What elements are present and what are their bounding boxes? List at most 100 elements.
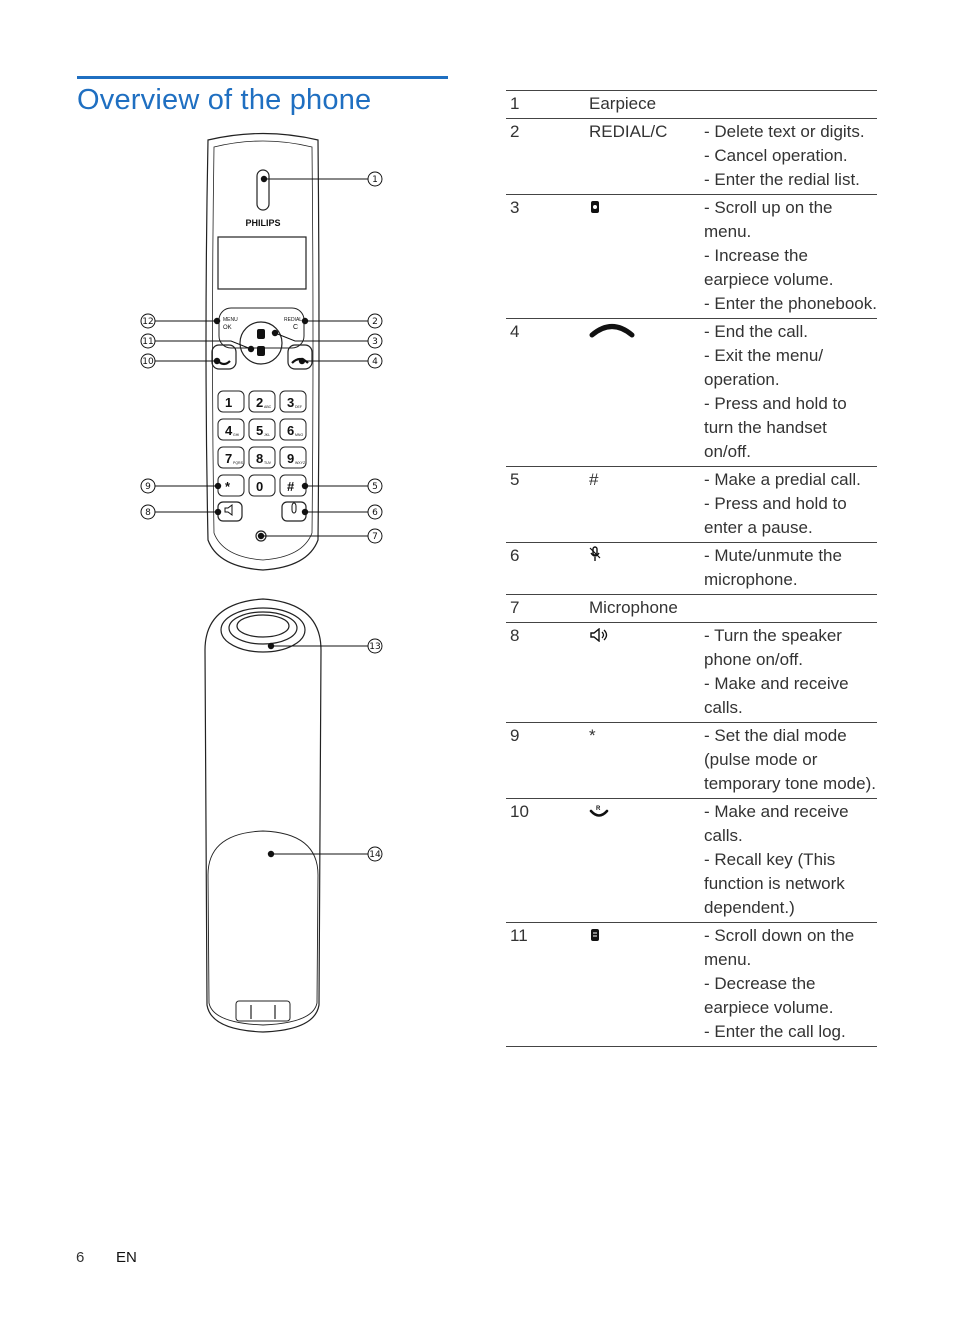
description-line: - Enter the call log. [704, 1022, 846, 1041]
part-key: * [585, 722, 700, 799]
part-row: 6- Mute/unmute the microphone. [506, 542, 877, 595]
callout-6: 6 [301, 504, 383, 520]
part-number: 2 [506, 118, 585, 195]
callout-number: 6 [372, 508, 378, 518]
keypad-key: * [217, 474, 245, 497]
part-key [585, 622, 700, 723]
part-number: 7 [506, 594, 585, 623]
part-key: R [585, 798, 700, 923]
callout-number: 4 [372, 357, 378, 367]
callout-1: 1 [260, 171, 383, 187]
part-description: - Make and receive calls.- Recall key (T… [700, 798, 877, 923]
part-key-label: REDIAL/C [589, 122, 668, 141]
part-row: 9*- Set the dial mode (pulse mode or tem… [506, 722, 877, 799]
talk-recall-icon: R [589, 801, 609, 825]
c-key-label: C [293, 324, 298, 331]
callout-12: 12 [140, 313, 221, 329]
keypad-digit: 0 [256, 479, 263, 494]
part-number: 1 [506, 90, 585, 119]
keypad-digit: 9 [287, 451, 294, 466]
callout-4: 4 [298, 353, 383, 369]
part-key-label: # [589, 470, 599, 489]
callout-11: 11 [140, 333, 255, 353]
description-line: - Scroll down on the menu. [704, 926, 855, 969]
keypad-digit: 2 [256, 395, 263, 410]
part-key: # [585, 466, 700, 543]
callout-13: 13 [267, 638, 383, 654]
callout-number: 10 [142, 357, 154, 367]
description-line: - Press and hold to turn the handset on/… [704, 394, 847, 461]
description-line: - Make a predial call. [704, 470, 861, 489]
scroll-down-call-log-icon [589, 925, 601, 949]
part-number: 11 [506, 922, 585, 1047]
part-row: 11 - Scroll down on the menu. - Decrease t… [506, 922, 877, 1047]
callout-number: 11 [142, 337, 153, 347]
redial-key-label: REDIAL [284, 317, 302, 323]
nav-key [239, 321, 283, 365]
description-line: - Make and receive calls. [704, 802, 849, 845]
part-key-label: * [589, 726, 596, 745]
title-rule [77, 76, 448, 79]
callout-2: 2 [301, 313, 383, 329]
part-key: Microphone [585, 594, 877, 623]
callout-number: 7 [372, 532, 378, 542]
description-line: - Enter the phonebook. [704, 294, 877, 313]
part-row: 8- Turn the speaker phone on/off.- Make … [506, 622, 877, 723]
keypad-digit: 5 [256, 423, 263, 438]
keypad-letters: ABC [264, 405, 272, 409]
part-description: - Set the dial mode (pulse mode or tempo… [700, 722, 877, 799]
keypad-digit: 3 [287, 395, 294, 410]
phonebook-icon [257, 329, 265, 339]
page-number: 6 [76, 1249, 85, 1266]
description-line: - Cancel operation. [704, 146, 848, 165]
brand-logo: PHILIPS [245, 218, 280, 228]
description-line: - Decrease the earpiece volume. [704, 974, 834, 1017]
callout-number: 14 [369, 850, 381, 860]
part-description: - End the call.- Exit the menu/ operatio… [700, 318, 877, 467]
part-number: 3 [506, 194, 585, 319]
end-call-icon [589, 321, 635, 345]
part-key: Earpiece [585, 90, 877, 119]
description-line: - Delete text or digits. [704, 122, 865, 141]
part-key [585, 922, 700, 1047]
part-number: 8 [506, 622, 585, 723]
description-line: - Make and receive calls. [704, 674, 849, 717]
svg-text:R: R [596, 806, 601, 812]
callout-7: 7 [257, 528, 383, 544]
callout-number: 8 [145, 508, 151, 518]
description-line: - Increase the earpiece volume. [704, 246, 834, 289]
keypad-digit: # [287, 479, 295, 494]
part-key-label: Earpiece [589, 94, 657, 113]
callout-8: 8 [140, 504, 222, 520]
keypad-digit: 1 [225, 395, 232, 410]
part-row: 4- End the call.- Exit the menu/ operati… [506, 318, 877, 467]
callout-3: 3 [271, 329, 383, 349]
callout-number: 12 [142, 317, 153, 327]
keypad-letters: DEF [295, 405, 302, 409]
keypad-digit: 7 [225, 451, 232, 466]
language-code: EN [116, 1249, 137, 1266]
keypad-key: 0 [248, 474, 276, 497]
description-line: - Press and hold to enter a pause. [704, 494, 847, 537]
callout-number: 9 [145, 482, 151, 492]
keypad-letters: TUV [264, 461, 272, 465]
part-number: 6 [506, 542, 585, 595]
part-key [585, 318, 700, 467]
callout-number: 1 [372, 175, 378, 185]
callout-number: 13 [369, 642, 380, 652]
part-key [585, 542, 700, 595]
keypad-letters: WXYZ [295, 461, 306, 465]
display-screen [217, 236, 307, 290]
part-number: 5 [506, 466, 585, 543]
scroll-up-phonebook-icon [589, 197, 601, 221]
handset-front-view [205, 132, 320, 571]
